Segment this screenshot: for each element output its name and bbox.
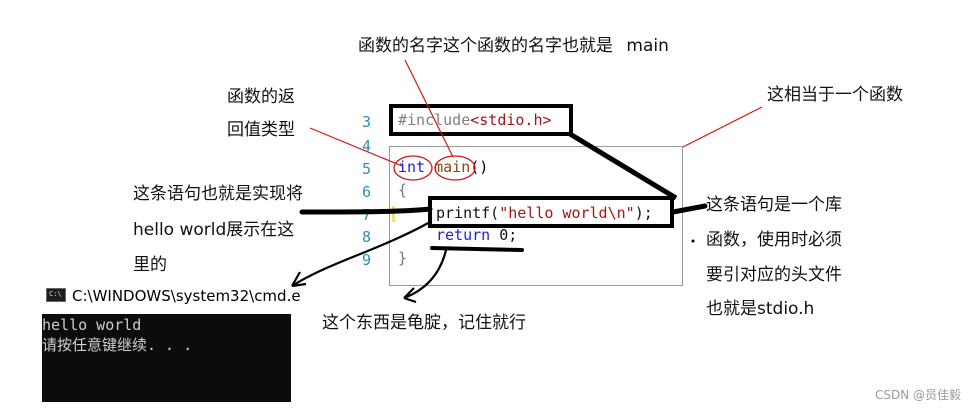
return-to-note-arrow (403, 249, 448, 300)
function-frame-pointer (682, 106, 763, 148)
console-output-line: 请按任意键继续. . . (42, 336, 193, 354)
int-circle (393, 155, 433, 181)
printf-string: "hello world\n" (499, 204, 635, 222)
printf-line: printf("hello world\n"); (436, 206, 653, 221)
printf-to-console-arrow (291, 221, 431, 287)
return-type-pointer (309, 127, 403, 167)
function-name: main (434, 158, 471, 176)
return-type-keyword: int (398, 158, 426, 176)
cmd-icon: C:\ (46, 288, 66, 302)
cmd-console: hello world 请按任意键继续. . . (42, 314, 291, 402)
return-type-annotation-line1: 函数的返 (227, 87, 295, 107)
line-number: 9 (362, 251, 372, 269)
function-name-text: 函数的名字这个函数的名字也就是 (358, 36, 613, 56)
return-underline (430, 246, 524, 252)
line-number: 5 (362, 160, 372, 178)
function-name-annotation: 函数的名字这个函数的名字也就是 main (358, 38, 669, 55)
return-keyword: return (436, 226, 491, 244)
library-pointer (670, 203, 708, 215)
watermark: CSDN @员佳毅 (874, 388, 961, 402)
close-brace: } (398, 249, 408, 267)
console-output-line: hello world (42, 316, 142, 334)
include-highlight-box (389, 104, 573, 136)
printf-end: ); (634, 204, 653, 222)
return-note-annotation: 这个东西是龟腚，记住就行 (322, 313, 526, 333)
line-number: 7 (362, 206, 372, 224)
equivalent-function-annotation: 这相当于一个函数 (767, 85, 903, 105)
statement-annotation-line1: 这条语句也就是实现将 (133, 184, 303, 204)
return-line: return 0; (436, 228, 517, 243)
include-to-printf-arrow (568, 131, 678, 201)
library-annotation-line1: 这条语句是一个库 (706, 195, 842, 215)
open-brace: { (398, 181, 408, 199)
statement-annotation-line3: 里的 (133, 255, 167, 275)
library-annotation-line2: 函数，使用时必须 (706, 230, 842, 250)
printf-call: printf( (436, 204, 500, 222)
return-value: 0; (490, 226, 518, 244)
function-name-pointer (404, 59, 454, 158)
line-number: 6 (362, 183, 372, 201)
function-name-main: main (626, 36, 669, 56)
statement-annotation-line2: hello world展示在这 (133, 220, 295, 240)
include-header: <stdio.h> (470, 111, 552, 129)
code-editor-frame (389, 146, 683, 286)
statement-pointer (299, 206, 433, 215)
line-number: 3 (362, 113, 372, 131)
library-annotation-line3: 要引对应的头文件 (706, 265, 842, 285)
cmd-window-title: C:\WINDOWS\system32\cmd.e (72, 287, 301, 305)
library-annotation-line4: 也就是stdio.h (706, 299, 815, 319)
line-number: 4 (362, 137, 372, 155)
change-marker (392, 206, 395, 222)
return-type-annotation-line2: 回值类型 (227, 120, 295, 140)
main-circle (434, 155, 476, 181)
line-number: 8 (362, 228, 372, 246)
